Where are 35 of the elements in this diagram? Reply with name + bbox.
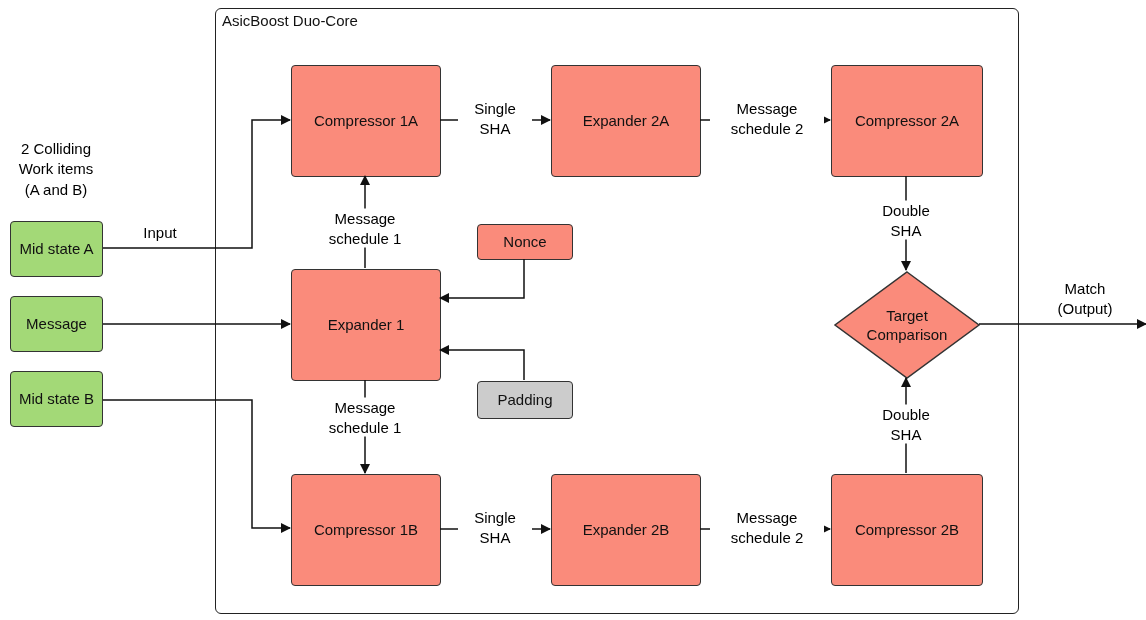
group-frame	[215, 8, 1019, 614]
node-label: Expander 1	[326, 315, 406, 335]
process-box	[291, 65, 441, 177]
process-box	[10, 371, 103, 427]
node-label: Mid state A	[18, 239, 95, 259]
arrow	[439, 345, 525, 381]
note-text: 2 Colliding Work items (A and B)	[17, 139, 95, 200]
node-label: Padding	[496, 390, 554, 410]
process-box	[551, 474, 701, 586]
node-label: Expander 2B	[581, 520, 671, 540]
node-label: Compressor 2A	[853, 111, 961, 131]
process-box	[291, 474, 441, 586]
arrow	[102, 399, 291, 533]
arrow	[978, 319, 1146, 329]
node-label: Mid state B	[18, 389, 95, 409]
node-label: Message	[25, 314, 88, 334]
process-box	[291, 269, 441, 381]
process-box	[551, 65, 701, 177]
node-label: Expander 2A	[581, 111, 671, 131]
node-label: Compressor 2B	[853, 520, 961, 540]
process-box	[477, 224, 573, 260]
arrow	[439, 258, 525, 303]
node-label: Nonce	[502, 232, 548, 252]
process-box	[10, 296, 103, 352]
decision-diamond	[834, 271, 980, 379]
node-label: Target Comparison	[865, 305, 949, 345]
process-box	[10, 221, 103, 277]
process-box	[477, 381, 573, 419]
node-label: Compressor 1A	[312, 111, 420, 131]
group-title: AsicBoost Duo-Core	[222, 12, 358, 29]
process-box	[831, 474, 983, 586]
arrow	[102, 115, 291, 249]
arrow	[102, 319, 291, 329]
node-label: Compressor 1B	[312, 520, 420, 540]
process-box	[831, 65, 983, 177]
